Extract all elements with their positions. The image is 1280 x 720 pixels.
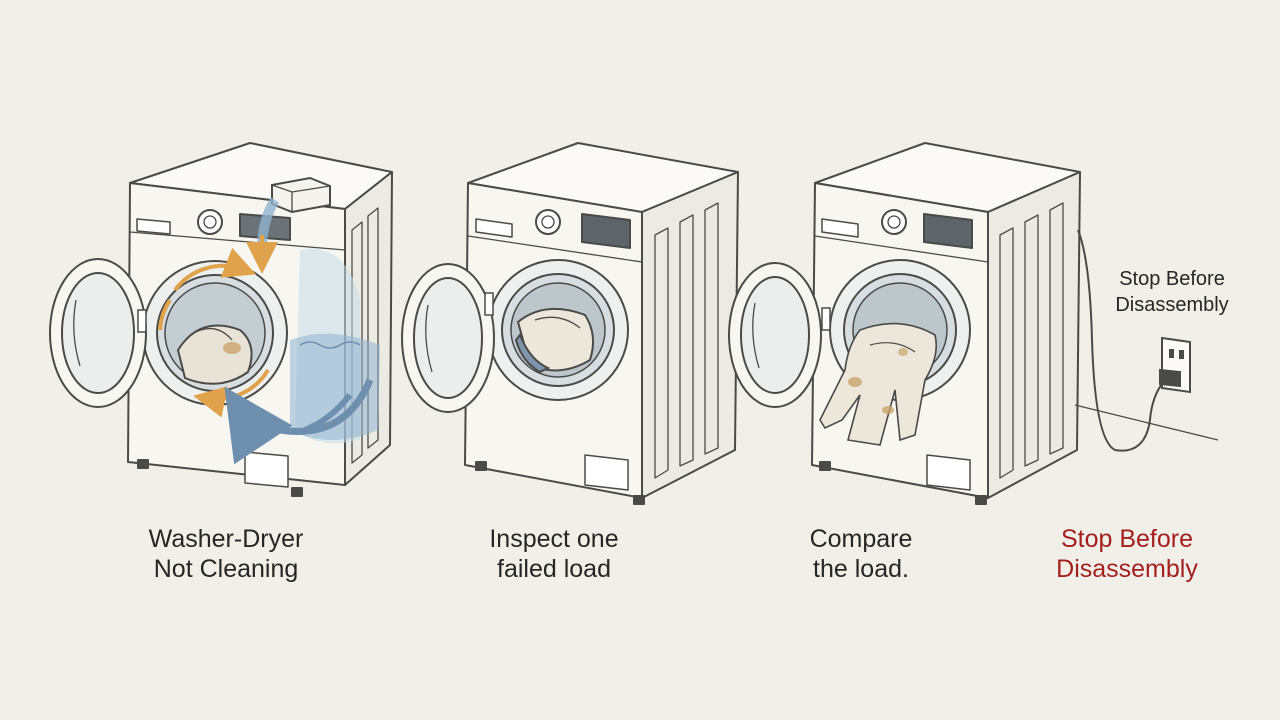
step-1-line-1: Washer-Dryer (148, 525, 304, 553)
washer-1-flow-arrows (158, 247, 374, 465)
step-1-caption: Washer-Dryer Not Cleaning (96, 524, 356, 584)
washer-2-drum (487, 259, 629, 401)
step-2-caption: Inspect one failed load (424, 524, 684, 584)
step-3-caption: Compare the load. (731, 524, 991, 584)
washer-2-door (401, 263, 495, 413)
step-4-line-1: Stop Before (1060, 525, 1194, 553)
step-3-line-2: the load. (813, 555, 909, 583)
outlet-callout-line-1: Stop Before (1119, 268, 1225, 290)
wall-outlet-icon (1159, 336, 1191, 394)
step-4-line-2: Disassembly (1056, 555, 1198, 583)
step-1-line-2: Not Cleaning (153, 555, 299, 583)
washer-1-door (49, 258, 147, 408)
step-4-caption: Stop Before Disassembly (997, 524, 1257, 584)
washer-3-door (728, 262, 831, 408)
outlet-callout: Stop Before Disassembly (1082, 266, 1262, 318)
power-cord (1074, 229, 1219, 452)
detergent-dispenser (246, 176, 331, 274)
washer-1-drum (142, 260, 288, 406)
step-2-line-1: Inspect one (489, 525, 619, 553)
step-2-line-2: failed load (497, 555, 611, 583)
step-3-line-1: Compare (809, 525, 913, 553)
dirty-laundry (819, 322, 938, 446)
washer-1-water-cutaway (290, 248, 380, 444)
outlet-callout-line-2: Disassembly (1115, 294, 1229, 316)
